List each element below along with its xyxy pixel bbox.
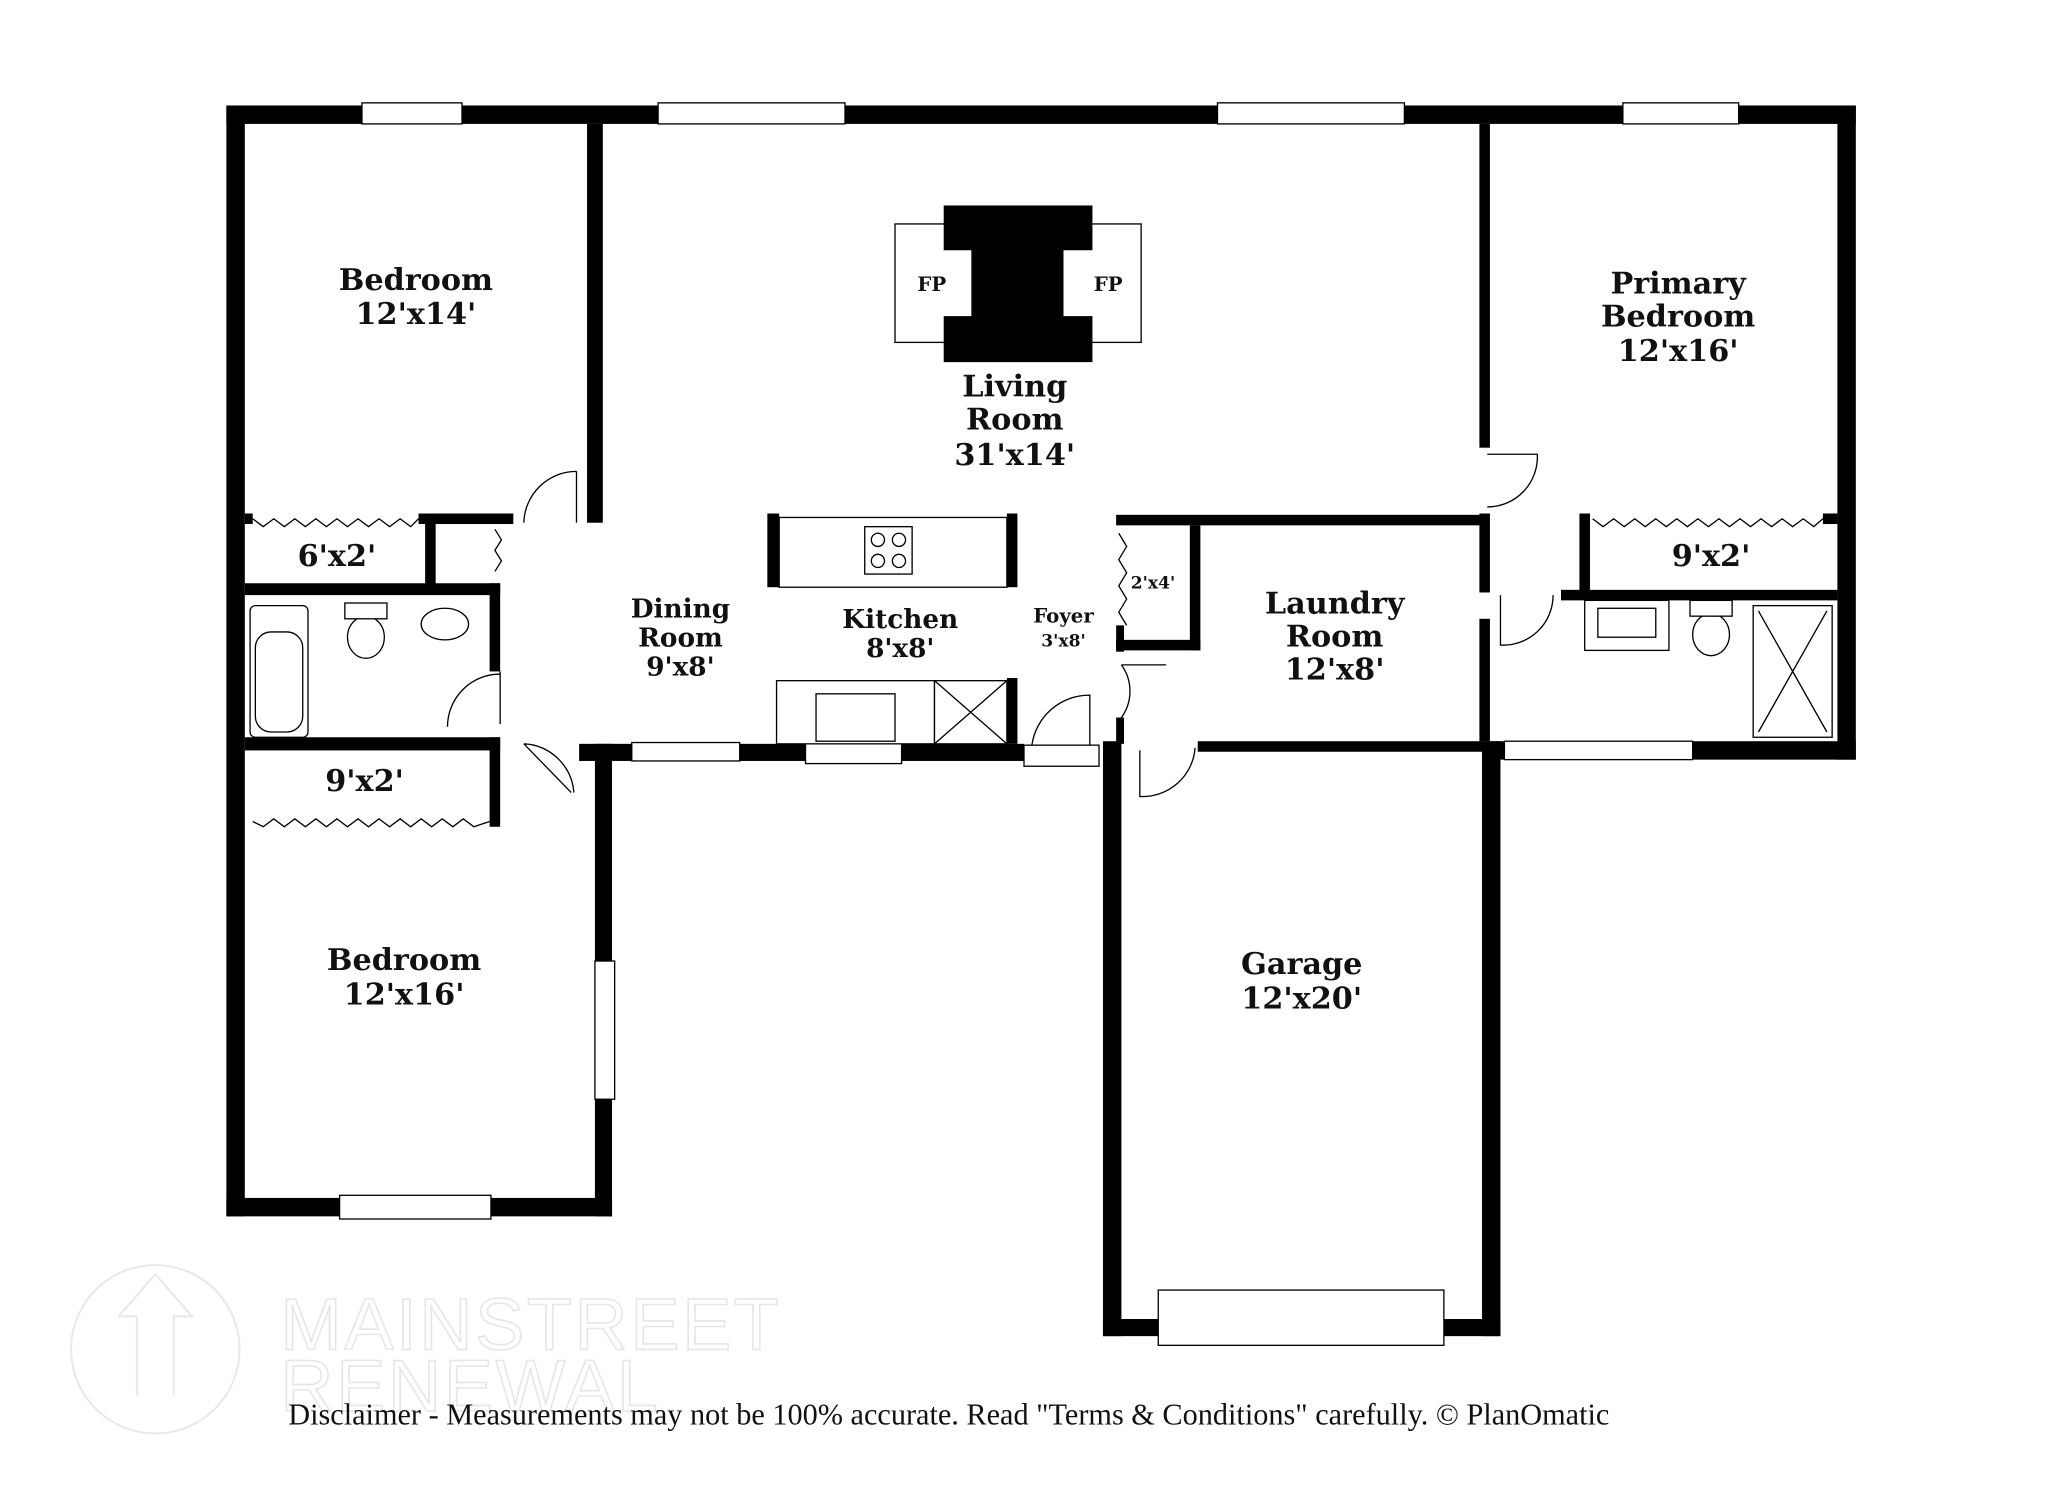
closet1-size: 6'x2' [298,539,377,574]
fireplace-label-right: FP [1094,272,1123,296]
bedroom2-size: 12'x16' [344,977,465,1012]
room-labels: Bedroom 12'x14' Living Room 31'x14' Prim… [298,263,1756,1017]
kitchen-name: Kitchen [842,604,958,635]
living-name2: Room [966,402,1064,437]
garage-name: Garage [1241,947,1362,982]
disclaimer: Disclaimer - Measurements may not be 100… [288,1397,1609,1431]
dining-name2: Room [638,622,723,653]
primary-name2: Bedroom [1601,300,1755,335]
foyer-closet-size: 2'x4' [1131,574,1176,594]
primary-name1: Primary [1610,267,1747,302]
fixtures [249,453,1833,1347]
primary-size: 12'x16' [1618,334,1739,369]
kitchen-size: 8'x8' [866,633,934,664]
watermark-line2: RENEWAL [280,1344,660,1427]
bedroom1-name: Bedroom [339,263,493,298]
foyer-size: 3'x8' [1041,631,1086,651]
primary-closet-size: 9'x2' [1672,539,1751,574]
dining-name1: Dining [631,593,730,624]
mainstreet-logo-watermark: MAINSTREET RENEWAL [70,1264,781,1435]
closet2-size: 9'x2' [325,764,404,799]
laundry-size: 12'x8' [1285,652,1385,687]
laundry-name2: Room [1286,619,1384,654]
windows [338,102,1740,1220]
dining-size: 9'x8' [646,651,714,682]
walls [226,105,1856,1337]
foyer-name: Foyer [1033,604,1094,628]
bedroom2-name: Bedroom [327,943,481,978]
watermark-line1: MAINSTREET [280,1282,781,1365]
living-name1: Living [962,369,1067,404]
laundry-name1: Laundry [1265,587,1406,622]
fireplace-label-left: FP [917,272,946,296]
fireplace: FP FP [894,205,1142,363]
living-size: 31'x14' [954,438,1075,473]
bedroom1-size: 12'x14' [356,297,477,332]
garage-size: 12'x20' [1241,981,1362,1016]
